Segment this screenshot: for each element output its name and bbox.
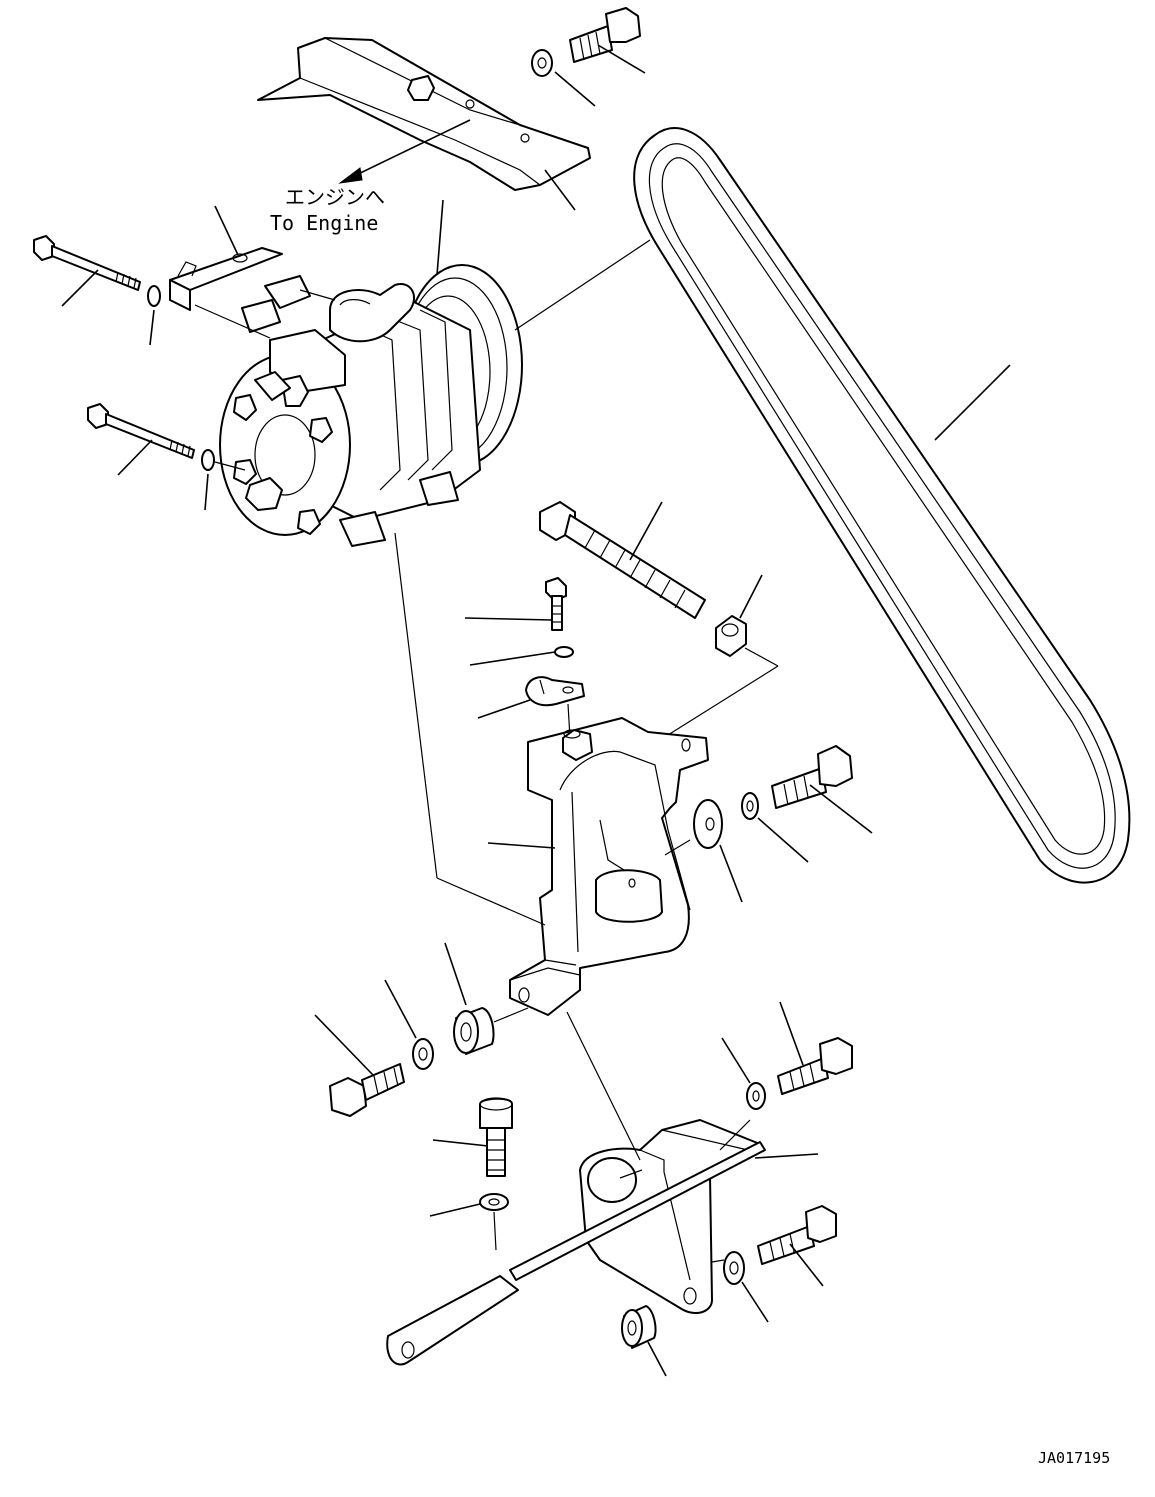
leader-line [394,532,438,879]
leader-line [477,699,531,719]
leader-line [544,169,576,211]
leader-line [566,1011,641,1161]
drawing-code: JA017195 [1038,1449,1110,1467]
leader-line [744,647,779,667]
hex-bolt [771,745,853,809]
washer [147,285,161,307]
v-belt [633,127,1131,884]
direction-label-jp: エンジンへ [285,185,385,209]
vertical-bolt [479,1097,513,1177]
leader-line [597,44,646,74]
hex-nut [715,615,747,657]
leader-line [436,877,546,926]
connector-bracket [169,247,283,311]
washer [723,1251,745,1285]
leader-line [934,364,1011,441]
leader-line [149,309,155,346]
leader-line [779,1001,804,1066]
washer [412,1038,434,1070]
hex-bolt [777,1037,853,1095]
hex-bolt [329,1063,405,1117]
leader-line [741,1281,769,1323]
ac-compressor [219,264,523,547]
leader-line [721,1037,751,1084]
washer [554,646,574,658]
adjusting-bolt [539,501,706,619]
compressor-mounting-bracket [509,717,709,1016]
hex-bolt [569,7,641,63]
collar-spacer [453,1007,495,1055]
washer [746,1082,766,1110]
leader-line [432,1139,489,1147]
leader-line [469,651,556,666]
leader-line [314,1014,374,1076]
direction-arrow [338,119,471,184]
flat-washer [693,799,723,849]
leader-line [436,199,444,276]
leader-line [809,784,873,834]
leader-line [464,617,553,621]
leader-line [659,665,779,741]
collar-spacer [621,1305,657,1349]
leader-line [711,1259,725,1263]
long-bolt-upper [33,235,141,291]
washer [201,449,215,471]
direction-label-en: To Engine [270,211,378,235]
leader-line [754,1153,819,1159]
leader-line [493,1007,529,1023]
leader-line [629,501,663,561]
compressor-hose [329,283,415,343]
hose-clip [525,676,585,707]
leader-line [757,817,809,863]
leader-line [384,979,417,1039]
leader-line [789,1243,824,1287]
leader-line [214,205,239,256]
upper-mounting-bracket [257,37,591,191]
leader-line [647,1341,667,1377]
leader-line [204,473,209,511]
leader-line [429,1203,481,1217]
lock-washer [741,792,759,820]
small-bolt [545,577,567,631]
leader-line [117,439,153,476]
leader-line [554,71,596,107]
electrical-connector [264,275,311,309]
leader-line [739,574,763,619]
hex-bolt [757,1205,837,1265]
leader-line [719,844,743,903]
adjustment-rod [386,1141,766,1366]
washer [531,49,553,77]
long-bolt-lower [87,403,195,459]
leader-line [487,842,556,849]
leader-line [444,942,467,1006]
leader-line [214,461,246,471]
leader-line [194,304,271,339]
leader-line [664,839,691,856]
washer [479,1193,509,1211]
leader-line [514,239,651,331]
leader-line [719,1119,751,1151]
leader-line [61,269,99,307]
leader-line [619,1169,643,1179]
leader-line [493,1211,497,1251]
